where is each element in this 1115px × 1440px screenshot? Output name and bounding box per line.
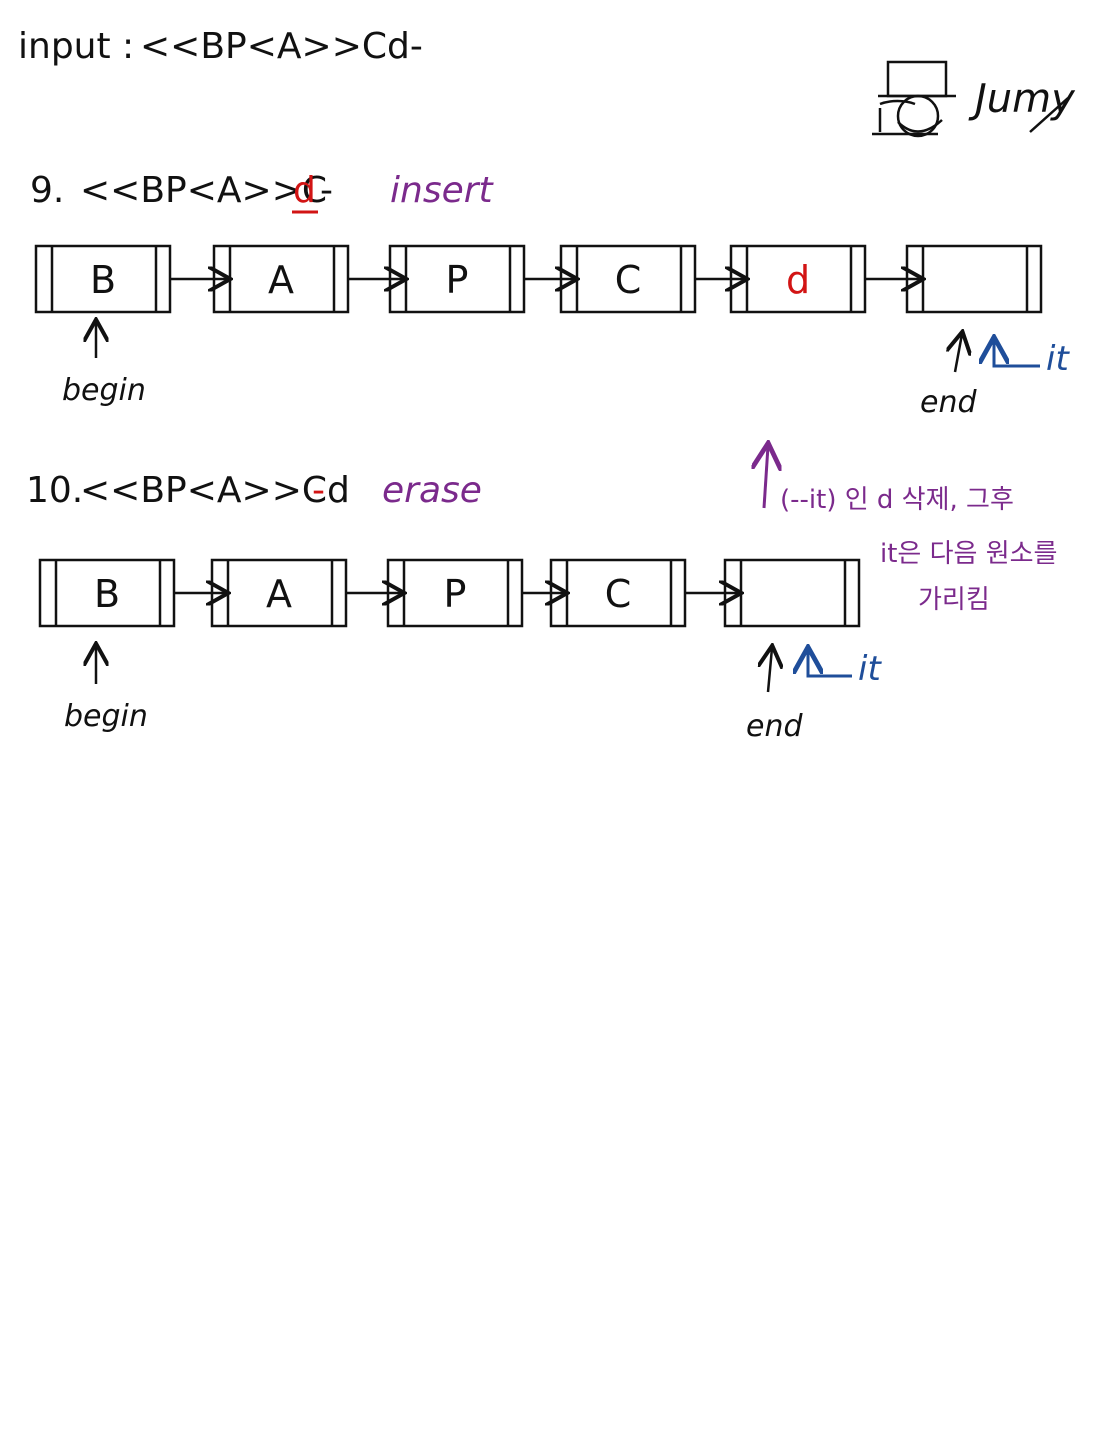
- step-10-node-C: C: [549, 558, 687, 628]
- step-9-sequence-highlight: d: [293, 170, 316, 211]
- node-value: B: [90, 258, 116, 302]
- input-label: input :: [18, 26, 134, 67]
- step-9-node-B: B: [34, 244, 172, 314]
- step-9-number: 9.: [30, 170, 64, 211]
- step-9-it-arrow: [994, 340, 1040, 368]
- node-value: d: [786, 258, 810, 302]
- logo-signature: Jumy: [968, 76, 1076, 122]
- step-10-node-A: A: [210, 558, 348, 628]
- step-9-sequence-suffix: -: [320, 170, 333, 211]
- note-line-2: it은 다음 원소를: [880, 539, 1057, 569]
- step-9-begin-label: begin: [62, 373, 146, 408]
- step-10-node-B: B: [38, 558, 176, 628]
- step-10-it-label: it: [858, 649, 882, 689]
- step-10-number: 10.: [26, 470, 83, 511]
- node-value: A: [266, 572, 292, 616]
- step-10-it-arrow: [808, 650, 852, 678]
- step-9-sequence-prefix: <<BP<A>>C: [80, 170, 327, 211]
- step-10-begin-label: begin: [64, 699, 148, 734]
- step-9-end-label: end: [920, 385, 977, 420]
- input-sequence: <<BP<A>>Cd-: [140, 26, 423, 67]
- step-10-end-arrow: [768, 648, 772, 693]
- step-9-node-end: [905, 244, 1043, 314]
- node-value: C: [605, 572, 632, 616]
- step-10-node-end: [723, 558, 861, 628]
- step-9-node-P: P: [388, 244, 526, 314]
- signature-underline: [1029, 97, 1069, 133]
- node-value: C: [615, 258, 642, 302]
- step-9-node-d: d: [729, 244, 867, 314]
- step-10-node-P: P: [386, 558, 524, 628]
- node-value: B: [94, 572, 120, 616]
- step-9-node-C: C: [559, 244, 697, 314]
- step-9-end-arrow: [955, 334, 962, 373]
- node-value: P: [444, 572, 467, 616]
- node-box: [905, 244, 1043, 314]
- step-10-end-label: end: [746, 709, 803, 744]
- note-line-3: 가리킴: [918, 585, 990, 615]
- step-9-it-label: it: [1046, 339, 1070, 379]
- logo-doodle: [872, 60, 956, 138]
- note-arrow: [764, 446, 768, 509]
- note-line-1: (--it) 인 d 삭제, 그후: [780, 485, 1014, 515]
- node-value: P: [446, 258, 469, 302]
- step-9-operation: insert: [390, 170, 495, 211]
- step-10-sequence-highlight: -: [312, 470, 325, 511]
- node-box: [723, 558, 861, 628]
- step-9-node-A: A: [212, 244, 350, 314]
- node-value: A: [268, 258, 294, 302]
- step-10-operation: erase: [382, 470, 482, 511]
- step-10-sequence-prefix: <<BP<A>>Cd: [80, 470, 350, 511]
